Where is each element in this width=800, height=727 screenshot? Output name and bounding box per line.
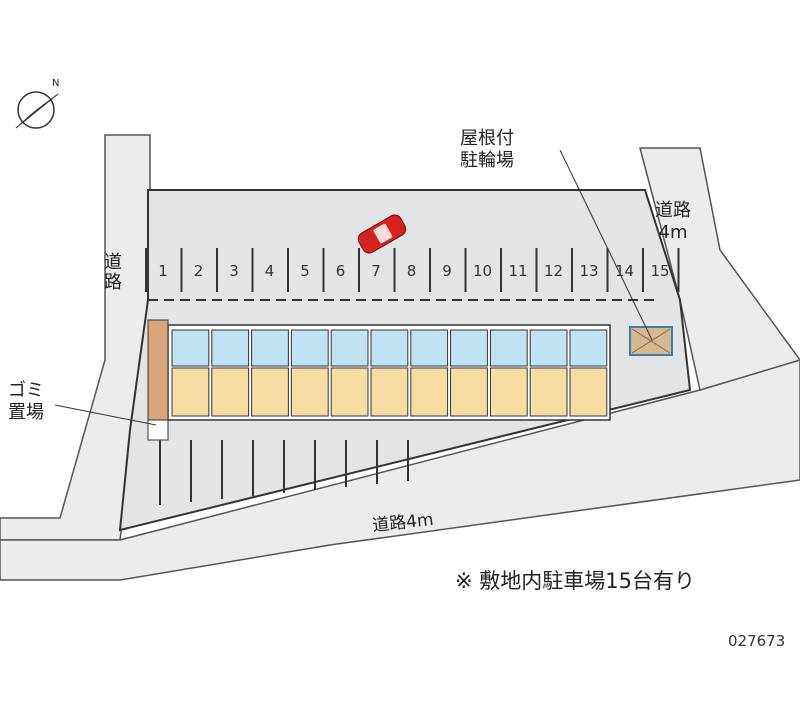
right-road-name: 道路: [655, 200, 691, 221]
garbage-area: [147, 319, 169, 421]
parking-note: ※ 敷地内駐車場15台有り: [455, 569, 695, 593]
parking-slot-15: 15: [650, 262, 670, 280]
parking-slot-9: 9: [442, 262, 452, 280]
parking-slot-10: 10: [472, 262, 493, 280]
car-icon: [357, 214, 407, 254]
unit-upper: [410, 329, 449, 367]
unit-upper: [251, 329, 289, 367]
bike-parking-label-line2: 駐輪場: [460, 150, 514, 171]
right-road-width: 4m: [658, 222, 688, 243]
parking-slot-1: 1: [158, 262, 168, 280]
unit-lower: [330, 367, 369, 417]
left-road-label: 道路: [101, 252, 122, 292]
right-road-label: 道路 4m: [655, 200, 691, 244]
apartment-units: [171, 329, 608, 417]
garbage-label-line2: 置場: [8, 402, 44, 423]
unit-lower: [529, 367, 568, 417]
parking-slot-3: 3: [229, 262, 239, 280]
unit-upper: [450, 329, 488, 367]
bike-parking-label-line1: 屋根付: [460, 128, 514, 149]
unit-lower: [290, 367, 329, 417]
parking-slot-8: 8: [406, 262, 417, 280]
unit-upper: [569, 329, 608, 367]
unit-upper: [330, 329, 369, 367]
parking-slot-14: 14: [614, 262, 635, 280]
parking-slot-4: 4: [264, 262, 275, 280]
parking-slot-dividers: [145, 248, 680, 292]
parking-slot-12: 12: [543, 262, 564, 280]
lower-parking-dividers: [159, 440, 409, 505]
unit-lower: [450, 367, 488, 417]
unit-upper: [290, 329, 329, 367]
unit-lower: [410, 367, 449, 417]
unit-lower: [370, 367, 409, 417]
unit-upper: [171, 329, 210, 367]
bike-leader-line: [559, 149, 653, 341]
property-id: 027673: [728, 632, 786, 650]
unit-upper: [370, 329, 409, 367]
parking-slot-6: 6: [335, 262, 346, 280]
parking-slot-5: 5: [300, 262, 310, 280]
garbage-leader-line: [54, 404, 157, 426]
parking-slot-13: 13: [579, 262, 599, 280]
parking-slot-7: 7: [371, 262, 381, 280]
garbage-label-line1: ゴミ: [8, 380, 44, 401]
compass-north-label: N: [52, 78, 60, 89]
garbage-label: ゴミ 置場: [8, 380, 44, 424]
unit-upper: [489, 329, 528, 367]
unit-lower: [211, 367, 250, 417]
bike-parking-cross-b: [631, 328, 671, 354]
unit-lower: [251, 367, 289, 417]
bike-parking-label: 屋根付 駐輪場: [460, 128, 514, 172]
parking-slot-11: 11: [508, 262, 528, 280]
compass-icon: [15, 91, 59, 129]
unit-upper: [211, 329, 250, 367]
parking-slot-2: 2: [193, 262, 204, 280]
unit-lower: [171, 367, 210, 417]
unit-lower: [569, 367, 608, 417]
unit-upper: [529, 329, 568, 367]
garbage-box: [147, 419, 169, 441]
unit-lower: [489, 367, 528, 417]
